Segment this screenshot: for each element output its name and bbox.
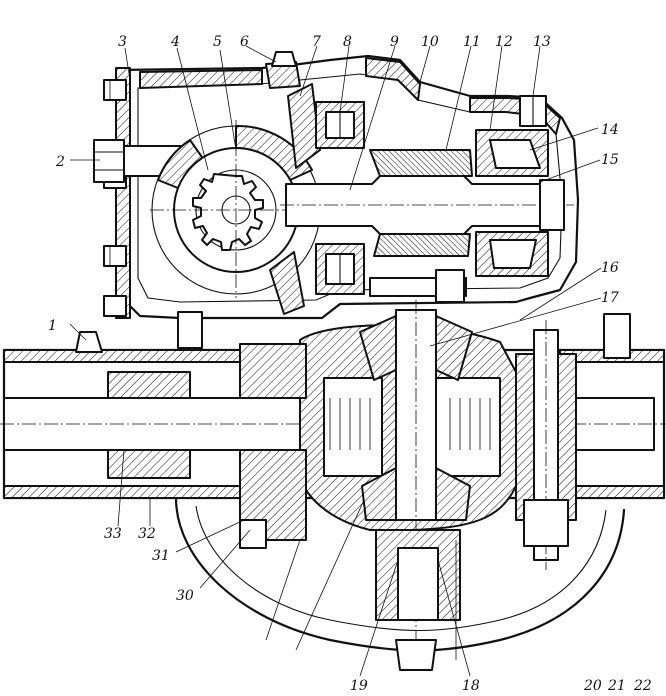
lower-bearing-8 [315, 243, 365, 295]
callout-19: 19 [350, 678, 368, 694]
callout-labels: 1 2 3 4 5 6 7 8 9 10 11 12 13 14 15 16 1… [48, 34, 652, 694]
middle-bolt [369, 269, 467, 303]
callout-12: 12 [495, 34, 513, 50]
callout-4: 4 [170, 34, 180, 50]
upper-gearbox-housing [103, 54, 580, 320]
callout-5: 5 [213, 34, 222, 50]
callout-11: 11 [463, 34, 481, 50]
callout-1: 1 [48, 318, 57, 334]
callout-3: 3 [118, 34, 127, 50]
callout-8: 8 [343, 34, 352, 50]
left-seal-assembly [177, 311, 307, 549]
callout-31: 31 [152, 548, 170, 564]
callout-10: 10 [421, 34, 439, 50]
callout-6: 6 [240, 34, 249, 50]
callout-13: 13 [533, 34, 551, 50]
bevel-pinion [265, 51, 321, 315]
right-tapered-bearings [475, 129, 565, 277]
top-right-plug [519, 95, 547, 127]
callout-33: 33 [104, 526, 122, 542]
callout-16: 16 [601, 260, 619, 276]
upper-bearing-8 [315, 101, 365, 149]
callout-9: 9 [390, 34, 399, 50]
callout-30: 30 [176, 588, 194, 604]
callout-21: 21 [607, 678, 626, 694]
left-flange-bolts [103, 79, 127, 317]
callout-7: 7 [312, 34, 321, 50]
leader-lines [69, 45, 602, 677]
callout-14: 14 [601, 122, 619, 138]
callout-20: 20 [583, 678, 602, 694]
callout-2: 2 [55, 154, 65, 170]
callout-32: 32 [138, 526, 156, 542]
callout-18: 18 [462, 678, 480, 694]
right-hub-assembly [515, 313, 631, 570]
differential-housing [174, 300, 626, 671]
callout-22: 22 [633, 678, 652, 694]
side-gear-splines [329, 398, 491, 450]
callout-17: 17 [601, 290, 619, 306]
intermediate-shaft [280, 149, 574, 257]
callout-15: 15 [601, 152, 619, 168]
